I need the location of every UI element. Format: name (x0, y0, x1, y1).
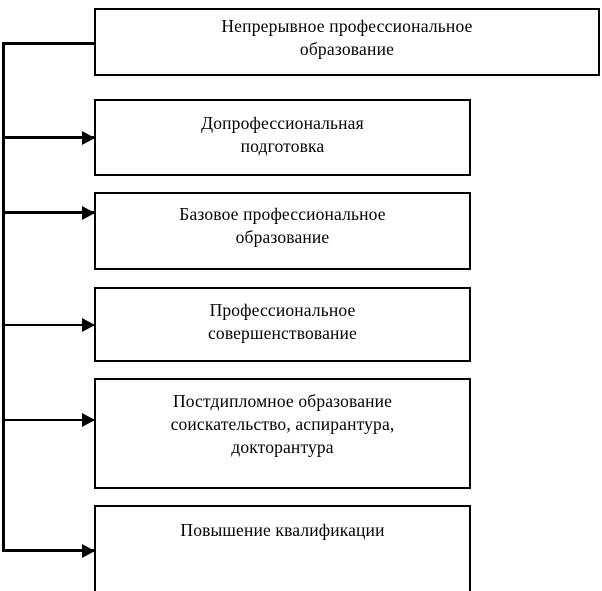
connector-branch-post (2, 419, 95, 421)
connector-branch-qual (2, 549, 95, 552)
node-label-line: подготовка (240, 136, 325, 157)
node-professional-improvement[interactable]: Профессиональное совершенствование (94, 287, 471, 362)
connector-branch-advance (2, 324, 95, 326)
node-continuing-professional-education[interactable]: Непрерывное профессиональное образование (94, 8, 600, 76)
node-label-group: Базовое профессиональное образование (96, 194, 469, 249)
node-label-line: образование (235, 227, 330, 248)
node-label-line: Базовое профессиональное (179, 204, 386, 224)
node-qualification-upgrade[interactable]: Повышение квалификации (94, 505, 471, 591)
arrowhead-icon-pre (82, 131, 95, 145)
node-label-line: докторантура (231, 437, 334, 458)
node-label-line: Непрерывное профессиональное (221, 16, 473, 36)
node-postgraduate-education[interactable]: Постдипломное образование соискательство… (94, 378, 471, 489)
node-basic-professional-education[interactable]: Базовое профессиональное образование (94, 192, 471, 270)
node-label-line: соискательство, аспирантура, (170, 414, 395, 435)
node-label-line: Допрофессиональная (201, 113, 364, 133)
node-label-line: Постдипломное образование (172, 391, 393, 411)
node-label-group: Постдипломное образование соискательство… (96, 380, 469, 459)
arrowhead-icon-basic (82, 206, 95, 220)
node-label-line: образование (299, 39, 395, 60)
node-label-group: Непрерывное профессиональное образование (96, 10, 598, 61)
arrowhead-icon-qual (82, 544, 95, 558)
arrowhead-icon-advance (82, 318, 95, 332)
node-label-group: Повышение квалификации (96, 507, 469, 542)
node-label-line: Профессиональное (209, 300, 356, 320)
connector-branch-pre (2, 136, 95, 139)
node-label-group: Допрофессиональная подготовка (96, 101, 469, 158)
node-label-line: совершенствование (208, 323, 357, 344)
connector-spine (2, 42, 5, 552)
connector-branch-basic (2, 211, 95, 214)
node-pre-professional-training[interactable]: Допрофессиональная подготовка (94, 99, 471, 176)
node-label-line: Повышение квалификации (180, 520, 385, 540)
arrowhead-icon-post (82, 413, 95, 427)
connector-branch-root (2, 42, 95, 45)
node-label-group: Профессиональное совершенствование (96, 289, 469, 345)
